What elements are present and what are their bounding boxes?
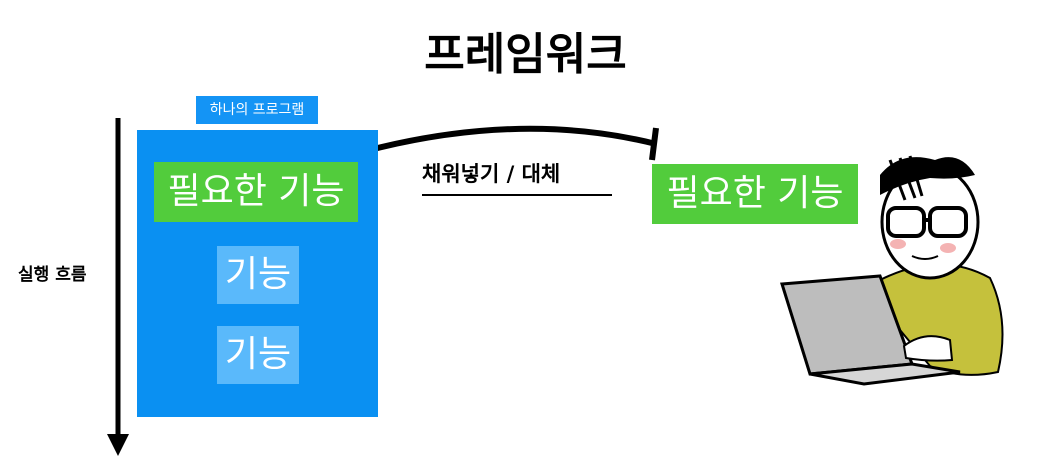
execution-flow-label: 실행 흐름	[18, 265, 87, 285]
feature-block: 기능	[217, 246, 299, 304]
required-feature-slot: 필요한 기능	[154, 162, 358, 222]
page-title: 프레임워크	[424, 29, 627, 80]
replace-label: 채워넣기 / 대체	[422, 158, 612, 196]
developer-feature: 필요한 기능	[652, 164, 858, 224]
feature-block: 기능	[217, 326, 299, 384]
program-label: 하나의 프로그램	[196, 96, 318, 124]
execution-flow-arrow	[107, 118, 129, 456]
developer-illustration	[780, 155, 1004, 386]
